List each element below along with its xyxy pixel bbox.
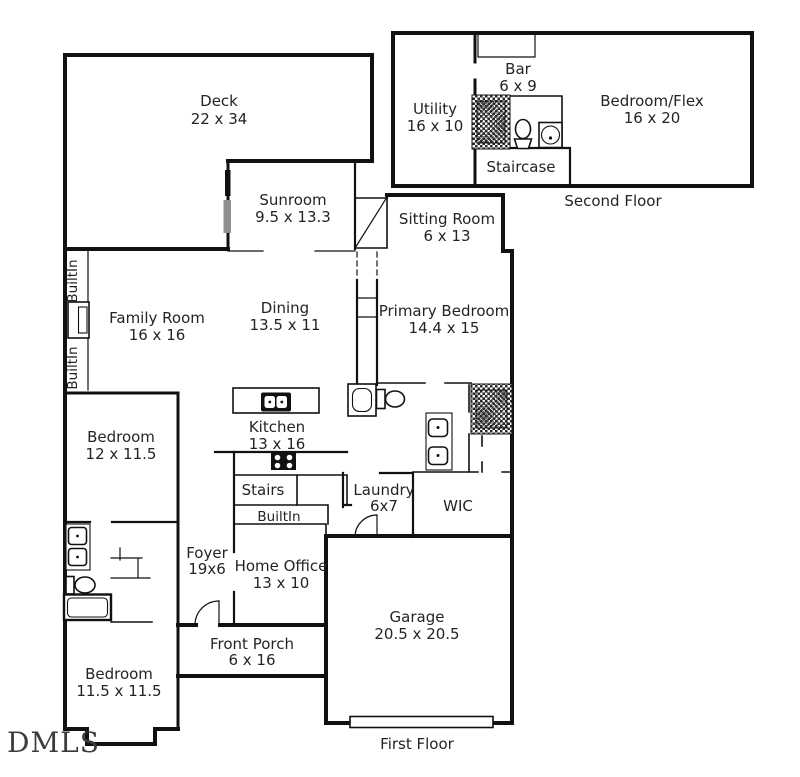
second-bath-toilet-icon — [513, 118, 533, 150]
room-label-foyer-name: Foyer — [186, 544, 228, 562]
powder-toilet-icon — [375, 388, 406, 410]
window-icon — [223, 200, 231, 233]
first-floor-plan: Deck 22 x 34 Sunroom 9.5 x 13.3 Sitting … — [62, 53, 514, 753]
first-floor-caption: First Floor — [380, 735, 454, 753]
room-label-laundry-dims: 6x7 — [370, 497, 398, 515]
room-label-bedroom3-dims: 11.5 x 11.5 — [76, 682, 161, 700]
room-label-stairs: Stairs — [242, 481, 285, 499]
room-label-utility-dims: 16 x 10 — [407, 117, 464, 135]
room-label-sitting-name: Sitting Room — [399, 210, 495, 228]
hall-closet-walls — [110, 547, 151, 621]
room-label-sunroom-name: Sunroom — [259, 191, 326, 209]
room-label-bar-dims: 6 x 9 — [499, 77, 537, 95]
room-label-bedroom2-dims: 12 x 11.5 — [86, 445, 157, 463]
laundry-door-icon — [354, 514, 378, 538]
room-label-garage-name: Garage — [390, 608, 445, 626]
room-label-bedroom-flex-dims: 16 x 20 — [624, 109, 681, 127]
builtin-band-walls — [233, 504, 329, 537]
powder-vanity-sink-icon — [347, 383, 377, 417]
room-label-foyer-dims: 19x6 — [188, 560, 226, 578]
room-label-kitchen-name: Kitchen — [249, 418, 305, 436]
second-bath-sink-icon — [538, 121, 563, 149]
room-label-builtin-upper: BuiltIn — [65, 259, 81, 302]
room-label-sunroom-dims: 9.5 x 13.3 — [255, 208, 331, 226]
room-label-office-name: Home Office — [235, 557, 328, 575]
room-label-utility-name: Utility — [413, 100, 457, 118]
room-label-deck-dims: 22 x 34 — [191, 110, 248, 128]
range-icon — [271, 452, 296, 470]
room-label-deck-name: Deck — [200, 92, 238, 110]
mls-watermark: DMLS — [7, 726, 100, 759]
second-floor-outer-walls — [391, 31, 754, 188]
room-label-staircase: Staircase — [486, 158, 555, 176]
room-label-porch-dims: 6 x 16 — [228, 651, 275, 669]
room-label-sitting-dims: 6 x 13 — [423, 227, 470, 245]
garage-door-icon — [349, 715, 494, 729]
laundry-walls — [341, 471, 415, 539]
room-label-dining-dims: 13.5 x 11 — [250, 316, 321, 334]
bedroom3-bottom-bay-walls — [63, 727, 180, 746]
second-floor-plan: Utility 16 x 10 Bar 6 x 9 Bedroom/Flex 1… — [391, 31, 754, 210]
deck-right-bottom-walls — [226, 53, 374, 163]
room-label-wic: WIC — [443, 497, 473, 515]
room-label-garage-dims: 20.5 x 20.5 — [374, 625, 459, 643]
stairs-room-walls — [233, 474, 348, 506]
wic-walls — [412, 435, 513, 473]
front-door-icon — [194, 600, 220, 626]
room-label-dining-name: Dining — [261, 299, 309, 317]
hall-bath-vanity-icon — [65, 523, 91, 571]
primary-vanity-icon — [425, 412, 453, 471]
room-label-primary-name: Primary Bedroom — [379, 302, 510, 320]
room-label-primary-dims: 14.4 x 15 — [409, 319, 480, 337]
room-label-family-dims: 16 x 16 — [129, 326, 186, 344]
room-label-office-dims: 13 x 10 — [253, 574, 310, 592]
hall-bath-toilet-icon — [65, 575, 96, 595]
room-label-builtin-lower: BuiltIn — [65, 346, 81, 389]
stair-flight-icon — [354, 197, 388, 387]
room-label-bedroom2-name: Bedroom — [87, 428, 155, 446]
room-label-laundry-name: Laundry — [353, 481, 414, 499]
room-label-builtin-hall: BuiltIn — [257, 509, 300, 525]
primary-shower-icon — [475, 389, 508, 429]
fireplace-icon — [67, 301, 90, 339]
second-floor-top-niche-wall — [477, 34, 536, 58]
room-label-bedroom-flex-name: Bedroom/Flex — [600, 92, 704, 110]
room-label-porch-name: Front Porch — [210, 635, 294, 653]
room-label-kitchen-dims: 13 x 16 — [249, 435, 306, 453]
room-label-family-name: Family Room — [109, 309, 205, 327]
deck-top-left-walls — [63, 53, 374, 731]
bathtub-icon — [62, 593, 113, 622]
sitting-room-right-walls — [385, 193, 514, 538]
cooktop-icon — [261, 392, 291, 412]
window-icon — [225, 170, 231, 196]
room-label-bar-name: Bar — [505, 60, 531, 78]
second-bath-shower-icon — [476, 100, 506, 144]
front-porch-walls — [176, 623, 328, 678]
second-floor-caption: Second Floor — [564, 192, 662, 210]
room-label-bedroom3-name: Bedroom — [85, 665, 153, 683]
